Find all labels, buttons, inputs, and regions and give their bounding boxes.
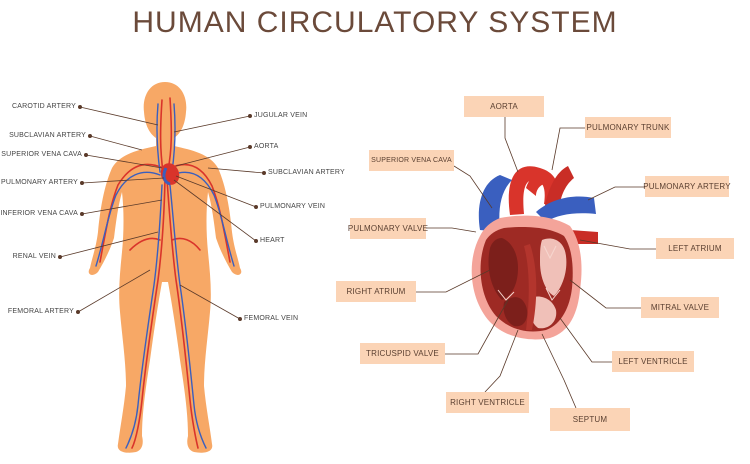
label-jugular-vein: JUGULAR VEIN xyxy=(254,112,308,119)
septum-wall xyxy=(524,244,537,330)
box-pulmonary-artery: PULMONARY ARTERY xyxy=(643,176,731,197)
right-ventricle-chamber xyxy=(503,297,528,327)
body-heart xyxy=(160,163,180,186)
label-subclavian-artery-right: SUBCLAVIAN ARTERY xyxy=(268,169,345,176)
body-leader-lines xyxy=(58,105,266,321)
label-carotid-artery: CAROTID ARTERY xyxy=(12,103,76,110)
pulmonary-artery-vessel xyxy=(536,196,596,222)
heart-cross-section xyxy=(471,166,598,340)
human-body-figure xyxy=(88,82,242,453)
label-heart: HEART xyxy=(260,237,285,244)
box-right-ventricle: RIGHT VENTRICLE xyxy=(446,392,529,413)
box-left-ventricle: LEFT VENTRICLE xyxy=(612,351,694,372)
box-tricuspid-valve: TRICUSPID VALVE xyxy=(360,343,445,364)
box-pulmonary-trunk: PULMONARY TRUNK xyxy=(585,117,671,138)
box-superior-vena-cava: SUPERIOR VENA CAVA xyxy=(369,150,454,171)
label-pulmonary-vein: PULMONARY VEIN xyxy=(260,203,326,210)
body-silhouette xyxy=(88,82,242,453)
upper-red-vessels xyxy=(526,171,548,196)
heart-leader-lines xyxy=(416,117,656,409)
label-aorta-body: AORTA xyxy=(254,143,279,150)
page-title: HUMAN CIRCULATORY SYSTEM xyxy=(132,6,618,39)
superior-vena-cava-vessel xyxy=(478,175,512,232)
box-pulmonary-valve: PULMONARY VALVE xyxy=(348,218,428,239)
left-ventricle-chamber xyxy=(529,296,557,329)
box-right-atrium: RIGHT ATRIUM xyxy=(336,281,416,302)
label-femoral-artery: FEMORAL ARTERY xyxy=(7,308,74,315)
label-subclavian-artery-left: SUBCLAVIAN ARTERY xyxy=(9,132,86,139)
label-pulmonary-artery-body: PULMONARY ARTERY xyxy=(1,179,78,186)
label-femoral-vein: FEMORAL VEIN xyxy=(244,315,299,322)
box-aorta: AORTA xyxy=(464,96,544,117)
box-mitral-valve: MITRAL VALVE xyxy=(641,297,719,318)
box-left-atrium: LEFT ATRIUM xyxy=(656,238,734,259)
pulmonary-trunk-vessel xyxy=(544,166,574,214)
vein-network xyxy=(95,103,235,449)
artery-network xyxy=(99,97,231,449)
right-atrium-chamber xyxy=(488,238,518,300)
left-atrium-chamber xyxy=(540,238,567,296)
label-inferior-vena-cava: INFERIOR VENA CAVA xyxy=(0,210,78,217)
box-septum: SEPTUM xyxy=(550,408,630,431)
label-renal-vein: RENAL VEIN xyxy=(12,253,56,260)
label-superior-vena-cava-body: SUPERIOR VENA CAVA xyxy=(1,151,82,158)
